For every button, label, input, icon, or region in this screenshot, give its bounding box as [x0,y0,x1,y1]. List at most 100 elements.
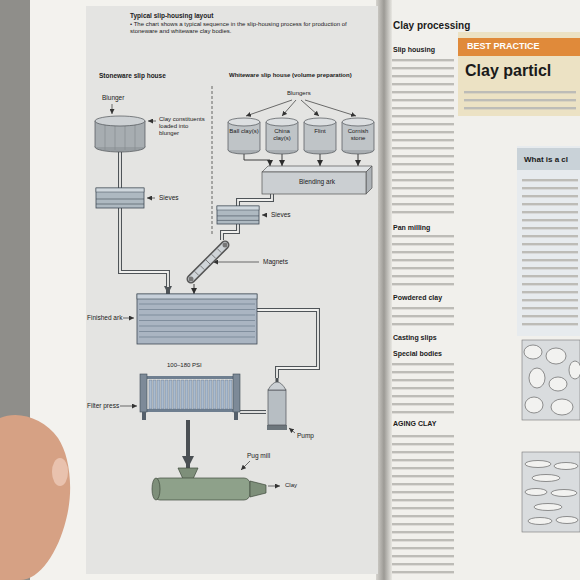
press-plate [173,380,176,409]
pipe-connector [120,152,121,188]
press-plate [185,380,188,409]
divider-line [212,86,213,236]
belt-slat [206,260,210,264]
tank-side [260,122,261,150]
clay-particle [532,475,560,482]
hand [0,415,70,580]
pipe-bore [238,194,272,206]
ark-stripe [139,315,255,316]
right-page [382,0,580,580]
best-practice-tab [458,38,580,56]
sieve-unit-shape [96,188,144,208]
connector-line [282,154,283,166]
leader-line [282,100,296,116]
leader-line [148,121,156,122]
press-plate [169,380,172,409]
leader-line [213,262,259,263]
pipe-wall [222,224,238,240]
body-text-block [522,178,578,328]
belt-slat [217,249,221,253]
press-plate [197,380,200,409]
leader-line [305,100,356,116]
clay-particle [546,348,566,364]
left-page [30,0,382,580]
blunger-tank-shape [228,118,260,154]
press-plate [177,380,180,409]
pump-shape [266,378,288,430]
clay-particle [529,368,545,388]
tank-top [342,118,374,126]
leader-line [262,215,267,216]
page-heading: Clay particl [464,62,552,80]
blunger-tank: Ball clay(s) [228,118,260,154]
press-rail [142,409,238,412]
clay-particle [525,461,551,468]
tank-rib [135,122,136,150]
run-in-heading: Slip housing [392,46,436,54]
connector-line [320,154,321,166]
press-leg [234,412,238,420]
diagram-panel [86,6,378,574]
leader-lines [112,100,356,486]
node-label: Magnets [262,258,289,265]
thumbnail [52,458,68,486]
blunger-tank-shape [304,118,336,154]
ark-stripe [139,309,255,310]
leader-line [268,486,280,487]
sidebar-header [517,148,580,170]
clay-particle [524,345,542,359]
node-label: Sieves [158,194,180,201]
pug-mill-shape [150,468,268,504]
clay-particle [528,518,552,525]
arrow-connector [188,420,189,468]
tank-top [228,118,260,126]
tank-top [266,118,298,126]
node-text: Blending ark [263,178,371,185]
tank-side [95,121,96,147]
pug-hopper [178,468,198,479]
section-heading: Whiteware slip house (volume preparation… [228,72,353,79]
pipe-bore [222,224,238,240]
press-plate [165,380,168,409]
press-leg [142,412,146,420]
clay-particle [554,463,578,470]
press-plate [225,380,228,409]
pipe-bore [240,411,266,413]
tank-side [298,122,299,150]
blunger-tank: China clay(s) [266,118,298,154]
clay-particle [569,361,580,379]
pressure-value: 100–180 PSI [166,362,203,369]
clay-particle [549,377,567,391]
arrow-connector [358,154,359,166]
pipe-connector [120,208,168,294]
press-plate [217,380,220,409]
pipe-wall [118,152,122,188]
node-text: Cornish stone [343,128,373,142]
ark-stripe [139,304,255,305]
ark-side [366,166,372,194]
connector-line [244,154,270,166]
leader-line [246,100,292,116]
node-label: Finished ark [86,314,123,321]
press-plate [189,380,192,409]
clay-particle [525,489,547,496]
body-text-block [392,302,454,330]
pug-mill: Pug mill [150,468,268,504]
tab-heading: BEST PRACTICE [466,41,541,51]
press-plate [221,380,224,409]
tank-top [95,116,145,126]
pipe-bore [257,310,318,378]
pipe-wall [257,310,318,378]
node-label: Pug mill [246,452,271,459]
press-plate [205,380,208,409]
node-label: Sieves [270,211,292,218]
press-plate [229,380,232,409]
press-plate [181,380,184,409]
arrow-connector [320,154,321,166]
press-plate [149,380,152,409]
node-text: China clay(s) [267,128,297,142]
leader-line [289,428,295,433]
press-plate [193,380,196,409]
